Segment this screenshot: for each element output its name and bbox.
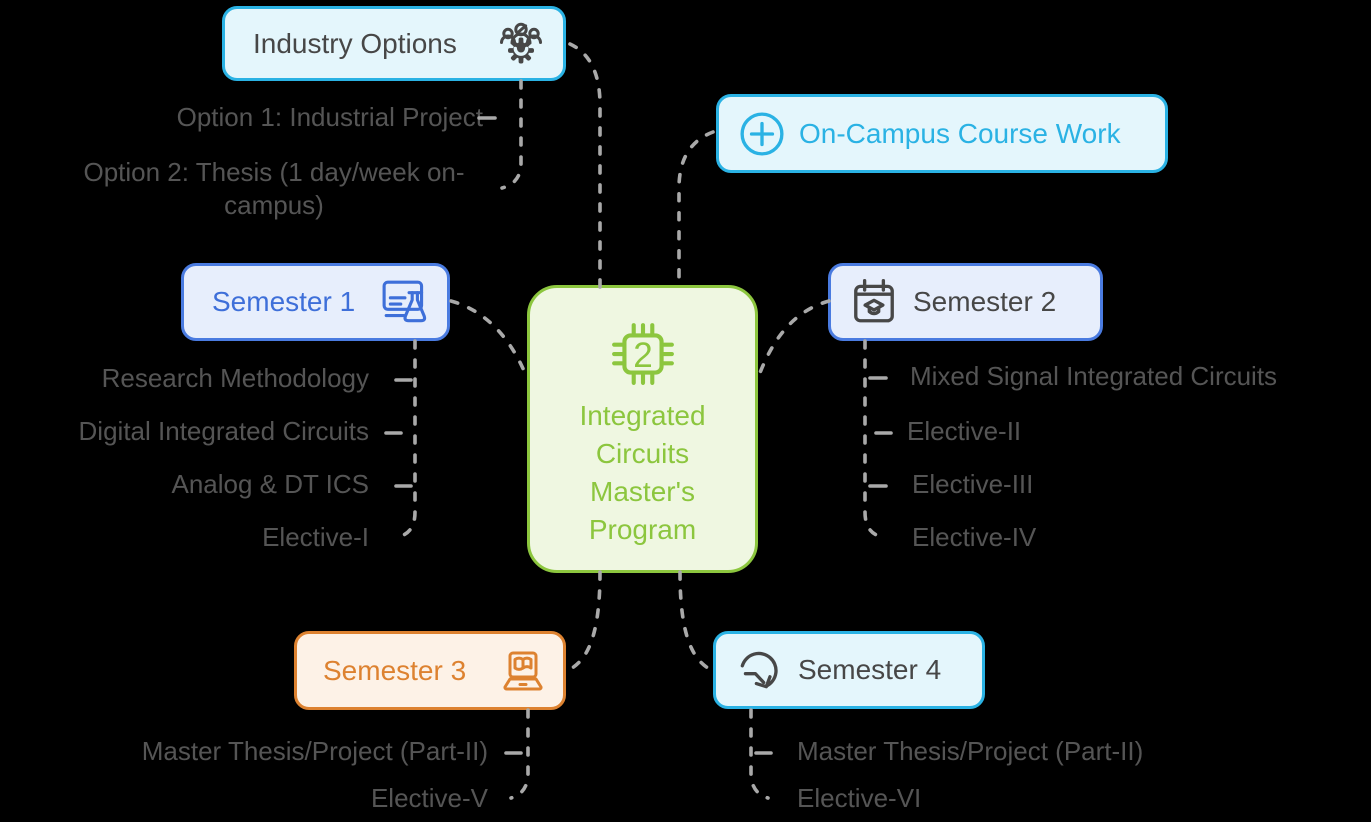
list-item: Master Thesis/Project (Part-II) xyxy=(797,736,1144,766)
gauge-arrow-icon xyxy=(740,651,778,689)
plus-circle-icon xyxy=(740,111,784,156)
edge-center-semester-2 xyxy=(756,299,831,380)
list-item: Elective-IV xyxy=(912,522,1037,552)
list-item: Mixed Signal Integrated Circuits xyxy=(910,361,1278,391)
computer-flask-icon xyxy=(382,280,427,323)
edge-center-industry-options xyxy=(568,42,602,289)
node-on-campus-course-work: On-Campus Course Work xyxy=(716,94,1168,173)
calendar-graduation-icon xyxy=(854,278,894,323)
list-item: Master Thesis/Project (Part-II) xyxy=(141,736,488,766)
semester-4-label: Semester 4 xyxy=(798,654,942,685)
list-item: Elective-I xyxy=(262,522,369,552)
list-item: Elective-II xyxy=(907,416,1022,446)
edge-center-semester-4 xyxy=(678,570,716,673)
semester-1-label: Semester 1 xyxy=(212,286,356,317)
node-semester-2: Semester 2 xyxy=(828,263,1103,341)
semester-2-label: Semester 2 xyxy=(913,286,1057,317)
chip-icon: 2 xyxy=(611,323,674,385)
node-semester-3: Semester 3 xyxy=(294,631,566,710)
list-item: Digital Integrated Circuits xyxy=(78,416,369,446)
edge-center-semester-3 xyxy=(564,570,602,673)
spine-semester-1 xyxy=(396,339,417,539)
gears-team-icon xyxy=(500,22,542,63)
list-item: Option 1: Industrial Project xyxy=(176,102,483,132)
list-item: Elective-III xyxy=(912,469,1034,499)
node-center-program: 2 Integrated Circuits Master's Program xyxy=(527,285,758,573)
spine-industry-options xyxy=(500,79,523,190)
chip-number: 2 xyxy=(633,336,653,375)
edge-center-on-campus xyxy=(677,130,715,289)
spine-semester-4 xyxy=(749,708,770,800)
list-item: Analog & DT ICS xyxy=(171,469,369,499)
semester-3-label: Semester 3 xyxy=(323,654,467,686)
spine-semester-3 xyxy=(509,708,530,800)
spine-semester-2 xyxy=(863,339,884,539)
center-node-label: Integrated Circuits Master's Program xyxy=(579,400,706,545)
list-item: Elective-V xyxy=(370,783,488,813)
list-item: Option 2: Thesis (1 day/week on-campus) xyxy=(83,157,465,220)
list-item: Research Methodology xyxy=(101,363,369,393)
on-campus-label: On-Campus Course Work xyxy=(799,117,1121,149)
node-semester-4: Semester 4 xyxy=(713,631,985,709)
node-semester-1: Semester 1 xyxy=(181,263,450,341)
industry-options-label: Industry Options xyxy=(253,27,457,59)
laptop-book-icon xyxy=(503,651,543,690)
node-industry-options: Industry Options xyxy=(222,6,566,81)
edge-center-semester-1 xyxy=(449,299,529,380)
list-item: Elective-VI xyxy=(797,783,922,813)
